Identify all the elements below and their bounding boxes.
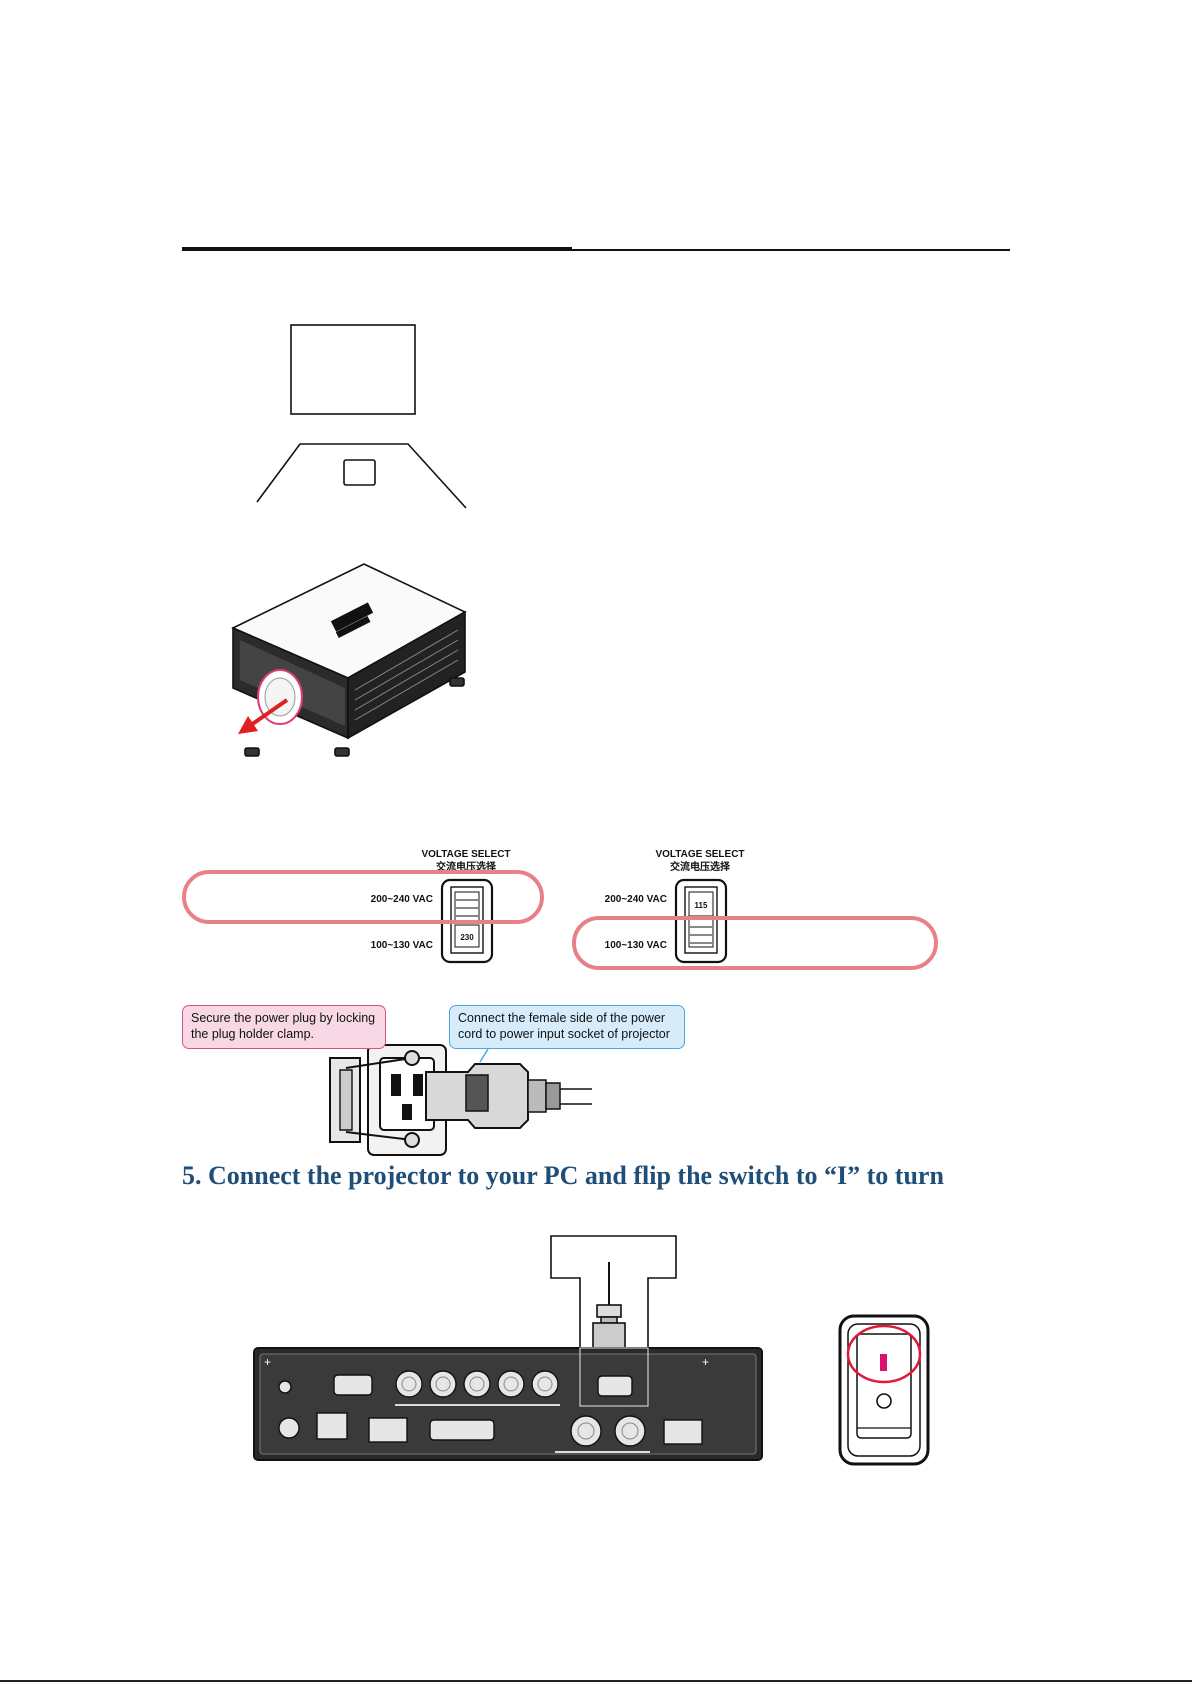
switch-value: 230 [460,933,474,942]
voltage-high-label: 200~240 VAC [605,894,667,905]
voltage-panel-title-en: VOLTAGE SELECT [655,849,744,860]
power-socket-diagram [329,1040,592,1156]
voltage-panel-title-en: VOLTAGE SELECT [421,849,510,860]
voltage-panel-115: VOLTAGE SELECT 交流电压选择 200~240 VAC 100~13… [572,849,938,970]
power-cord-callout: Connect the female side of the power cor… [449,1005,685,1049]
switch-highlight-ring [846,1324,922,1384]
highlight-ring-high [182,870,544,924]
page-bottom-rule [0,1680,1192,1682]
section-rule [182,249,1010,251]
voltage-panel-title-zh: 交流电压选择 [436,860,497,873]
voltage-high-label: 200~240 VAC [371,894,433,905]
step-5-heading: 5. Connect the projector to your PC and … [182,1161,944,1190]
svg-text:+: + [264,1355,271,1369]
svg-text:+: + [702,1355,709,1369]
table-outline [256,443,467,509]
highlight-ring-low [572,916,938,970]
rear-io-panel: + + [253,1347,763,1461]
projector-small-icon [343,459,376,486]
projector-icon [231,563,467,757]
voltage-panel-title-zh: 交流电压选择 [670,860,731,873]
voltage-low-label: 100~130 VAC [371,940,433,951]
plug-clamp-callout: Secure the power plug by locking the plu… [182,1005,386,1049]
pull-arrow-icon [238,698,289,734]
voltage-panel-230: VOLTAGE SELECT 交流电压选择 200~240 VAC 100~13… [182,849,544,964]
voltage-low-label: 100~130 VAC [605,940,667,951]
rocker-switch-icon [838,1314,930,1466]
screen-icon [290,324,416,415]
switch-value: 115 [695,901,708,910]
placement-diagram [256,324,467,509]
